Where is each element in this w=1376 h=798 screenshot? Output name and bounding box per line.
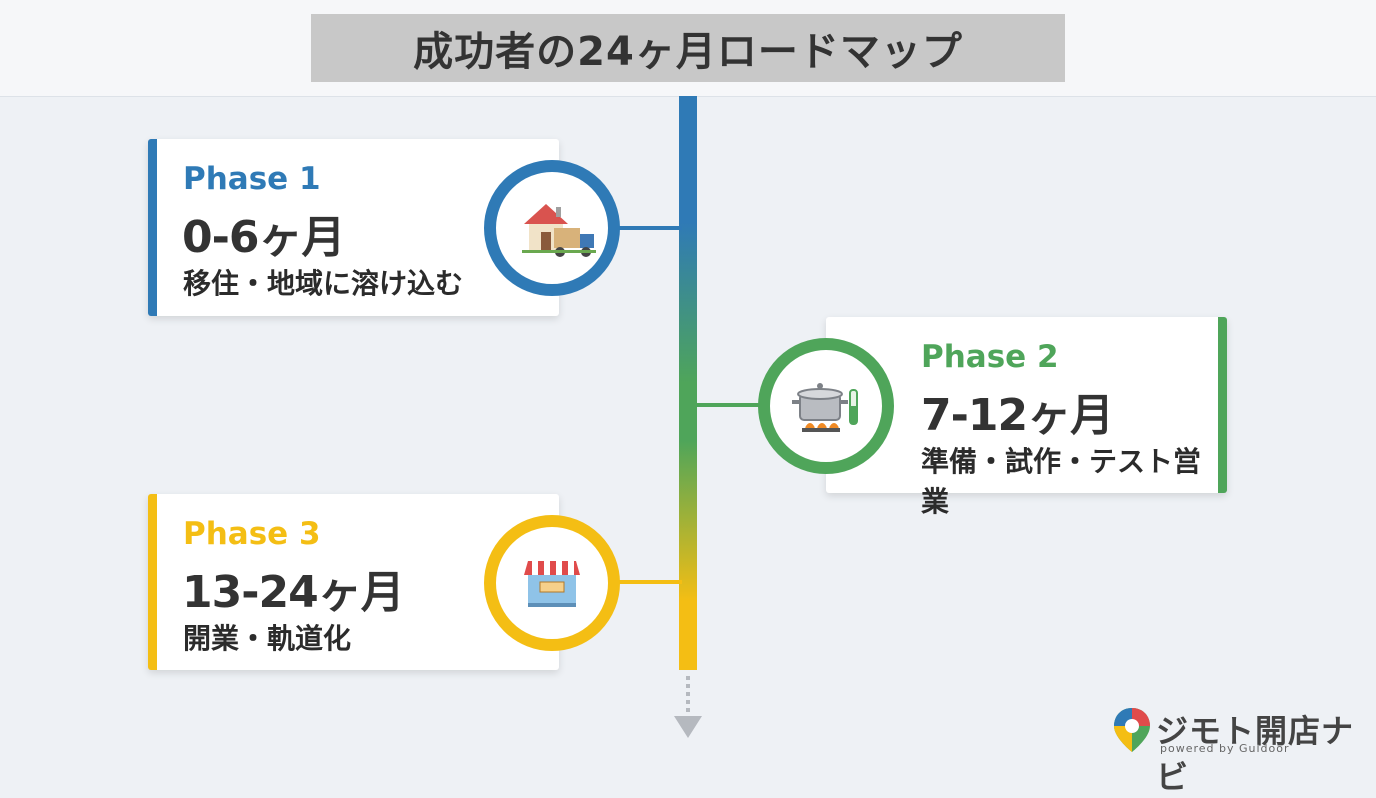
phase-label: Phase 1 <box>183 161 321 197</box>
phase-months: 0-6ヶ月 <box>182 212 345 263</box>
cooking-pot-icon <box>792 383 858 432</box>
brand-logo: ジモト開店ナビ powered by Guidoor <box>1112 704 1362 796</box>
phase-label: Phase 2 <box>921 339 1059 375</box>
phase-card-1: Phase 1 0-6ヶ月 移住・地域に溶け込む <box>148 139 559 316</box>
title-banner: 成功者の24ヶ月ロードマップ <box>311 14 1065 82</box>
phase-icon-circle-1 <box>484 160 620 296</box>
pin-logo-icon <box>1114 708 1150 752</box>
timeline-continuation-dots <box>686 676 690 712</box>
connector-phase-1 <box>612 226 682 230</box>
brand-tagline: powered by Guidoor <box>1160 742 1290 755</box>
phase-months: 7-12ヶ月 <box>921 390 1114 441</box>
page-title: 成功者の24ヶ月ロードマップ <box>413 29 963 75</box>
phase-icon-circle-3 <box>484 515 620 651</box>
phase-description: 準備・試作・テスト営業 <box>921 445 1202 518</box>
phase-icon-circle-2 <box>758 338 894 474</box>
phase-label: Phase 3 <box>183 516 321 552</box>
connector-phase-2 <box>695 403 765 407</box>
phase-description: 移住・地域に溶け込む <box>183 267 464 300</box>
house-moving-truck-icon <box>522 204 596 257</box>
timeline-spine <box>679 96 697 670</box>
connector-phase-3 <box>612 580 682 584</box>
down-arrow-icon <box>674 716 702 738</box>
storefront-icon <box>524 561 580 607</box>
phase-months: 13-24ヶ月 <box>182 567 405 618</box>
phase-description: 開業・軌道化 <box>183 622 352 655</box>
